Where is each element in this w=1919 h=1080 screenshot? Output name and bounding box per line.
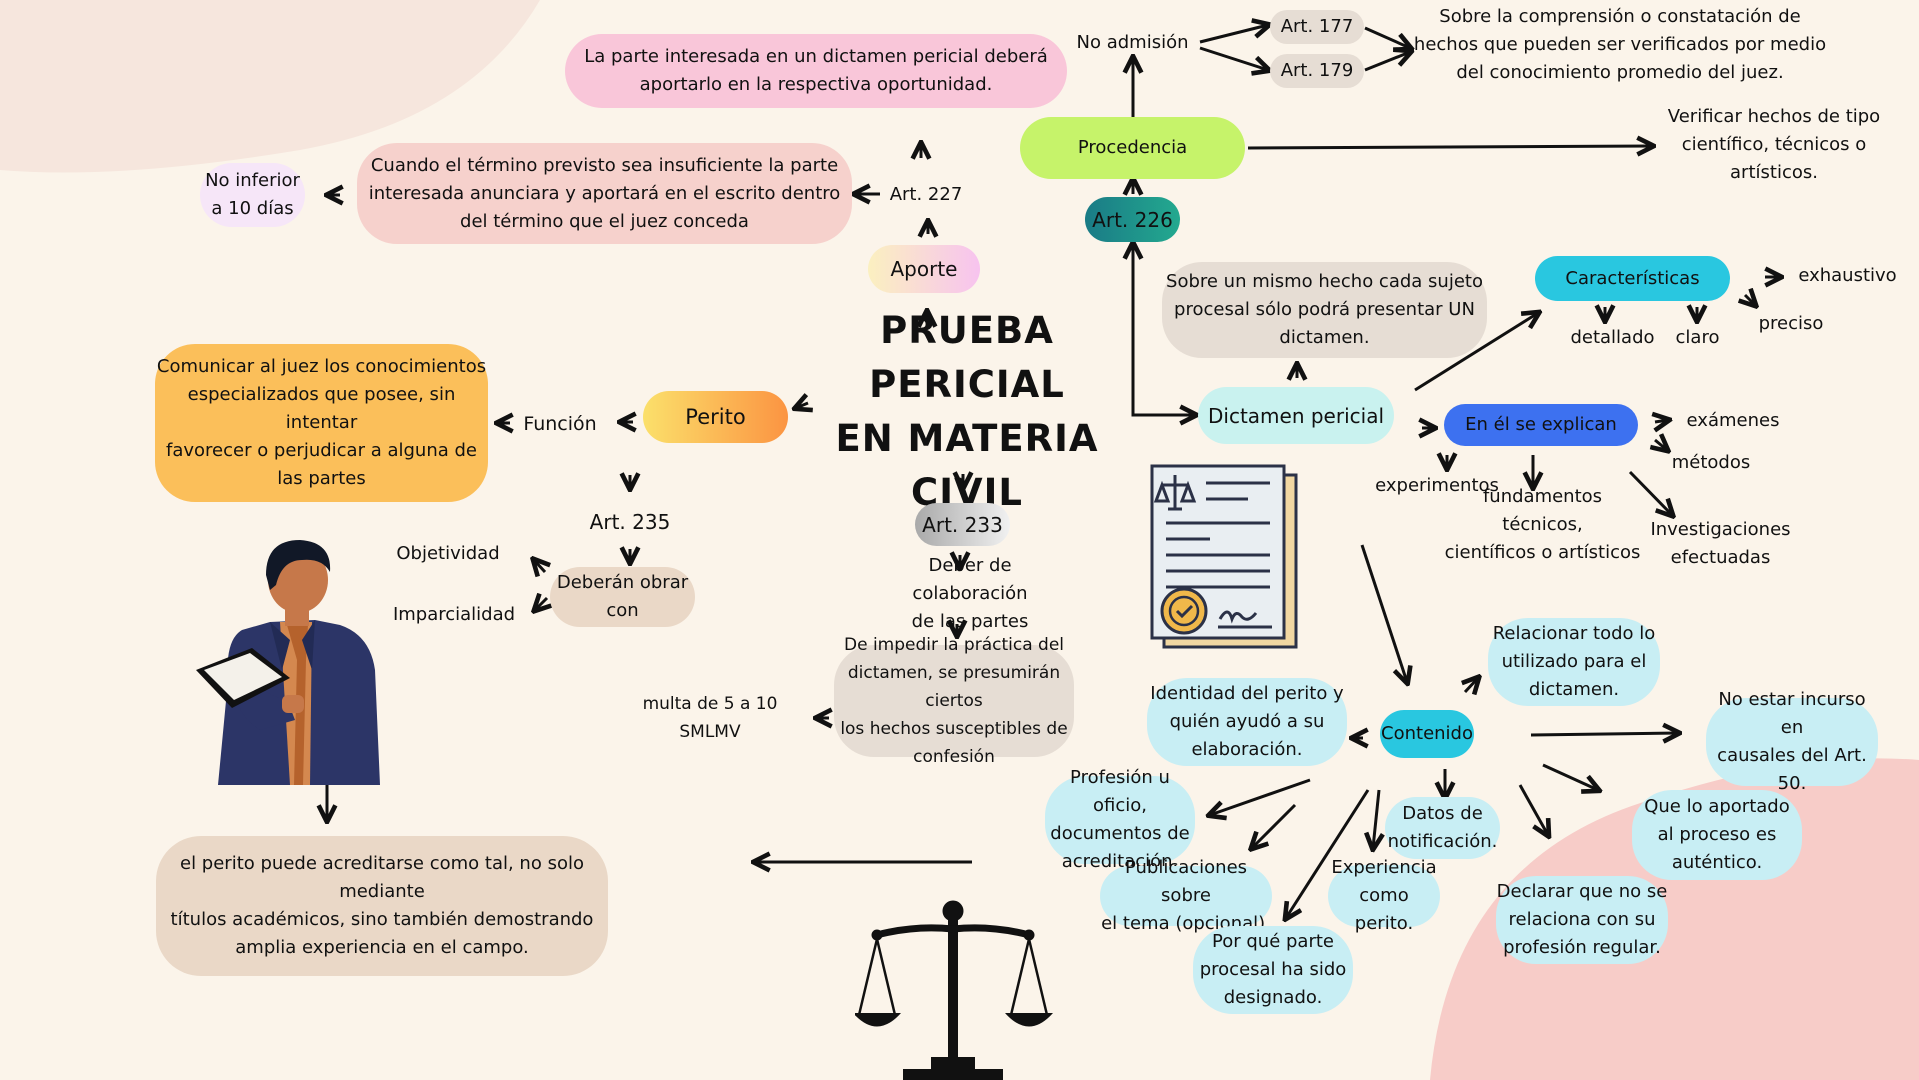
node-verificar-hechos: Verificar hechos de tipo científico, téc… [1667, 106, 1881, 183]
node-identidad-perito: Identidad del perito y quién ayudó a su … [1147, 678, 1347, 766]
node-publicaciones: Publicaciones sobre el tema (opcional). [1100, 857, 1272, 934]
node-datos-notificacion: Datos de notificación. [1385, 797, 1500, 859]
node-art-233: Art. 233 [915, 503, 1010, 546]
node-aporte: Aporte [868, 245, 980, 293]
scales-of-justice-icon [855, 900, 1053, 1080]
node-no-admision: No admisión [1076, 32, 1189, 53]
node-profesion: Profesión u oficio, documentos de acredi… [1045, 767, 1195, 872]
node-detallado: detallado [1570, 327, 1655, 348]
node-deber-colaboracion: Deber de colaboración de las partes [911, 555, 1029, 632]
node-deberan-obrar: Deberán obrar con [550, 567, 695, 627]
node-imparcialidad: Imparcialidad [392, 604, 516, 625]
node-art-177: Art. 177 [1270, 10, 1364, 44]
main-title: PRUEBA PERICIAL EN MATERIA CIVIL [797, 309, 1137, 514]
node-comunicar-juez: Comunicar al juez los conocimientos espe… [155, 344, 488, 502]
node-funcion: Función [523, 413, 597, 435]
node-preciso: preciso [1758, 313, 1824, 334]
node-que-lo-aportado: Que lo aportado al proceso es auténtico. [1632, 790, 1802, 880]
node-claro: claro [1675, 327, 1720, 348]
node-relacionar: Relacionar todo lo utilizado para el dic… [1488, 618, 1660, 706]
main-title-line-1: PRUEBA PERICIAL [869, 309, 1065, 406]
node-termino-insuficiente: Cuando el término previsto sea insuficie… [357, 143, 852, 244]
node-no-inferior: No inferior a 10 días [200, 163, 305, 227]
node-impedir-dictamen: De impedir la práctica del dictamen, se … [834, 635, 1074, 767]
node-multa: multa de 5 a 10 SMLMV [642, 694, 778, 742]
node-exhaustivo: exhaustivo [1798, 265, 1897, 286]
document-certificate-icon [1150, 464, 1298, 649]
node-conocimiento-juez: Sobre la comprensión o constatación de h… [1413, 6, 1827, 83]
node-objetividad: Objetividad [396, 543, 500, 564]
node-metodos: métodos [1671, 452, 1751, 473]
node-investigaciones: Investigaciones efectuadas [1650, 519, 1791, 568]
reading-man-illustration [196, 540, 380, 785]
node-contenido: Contenido [1380, 710, 1474, 758]
node-procedencia: Procedencia [1020, 117, 1245, 179]
node-no-estar-incurso: No estar incurso en causales del Art. 50… [1706, 689, 1878, 794]
node-un-dictamen: Sobre un mismo hecho cada sujeto procesa… [1162, 262, 1487, 358]
node-art-179: Art. 179 [1270, 54, 1364, 88]
node-art-227: Art. 227 [889, 184, 963, 205]
node-fundamentos: fundamentos técnicos, científicos o artí… [1444, 486, 1641, 563]
node-perito: Perito [643, 391, 788, 443]
node-art-226: Art. 226 [1085, 197, 1180, 242]
node-experimentos: experimentos [1375, 475, 1499, 496]
node-art-235: Art. 235 [589, 510, 671, 534]
node-dictamen-pericial: Dictamen pericial [1198, 387, 1394, 444]
node-acreditarse: el perito puede acreditarse como tal, no… [156, 836, 608, 976]
node-caracteristicas: Características [1535, 256, 1730, 301]
node-aportar-oportunidad: La parte interesada en un dictamen peric… [565, 34, 1067, 108]
node-experiencia: Experiencia como perito. [1328, 857, 1440, 934]
node-por-que-parte: Por qué parte procesal ha sido designado… [1193, 926, 1353, 1014]
node-declarar: Declarar que no se relaciona con su prof… [1496, 876, 1668, 964]
node-examenes: exámenes [1686, 410, 1780, 431]
node-en-el-se-explican: En él se explican [1444, 404, 1638, 446]
